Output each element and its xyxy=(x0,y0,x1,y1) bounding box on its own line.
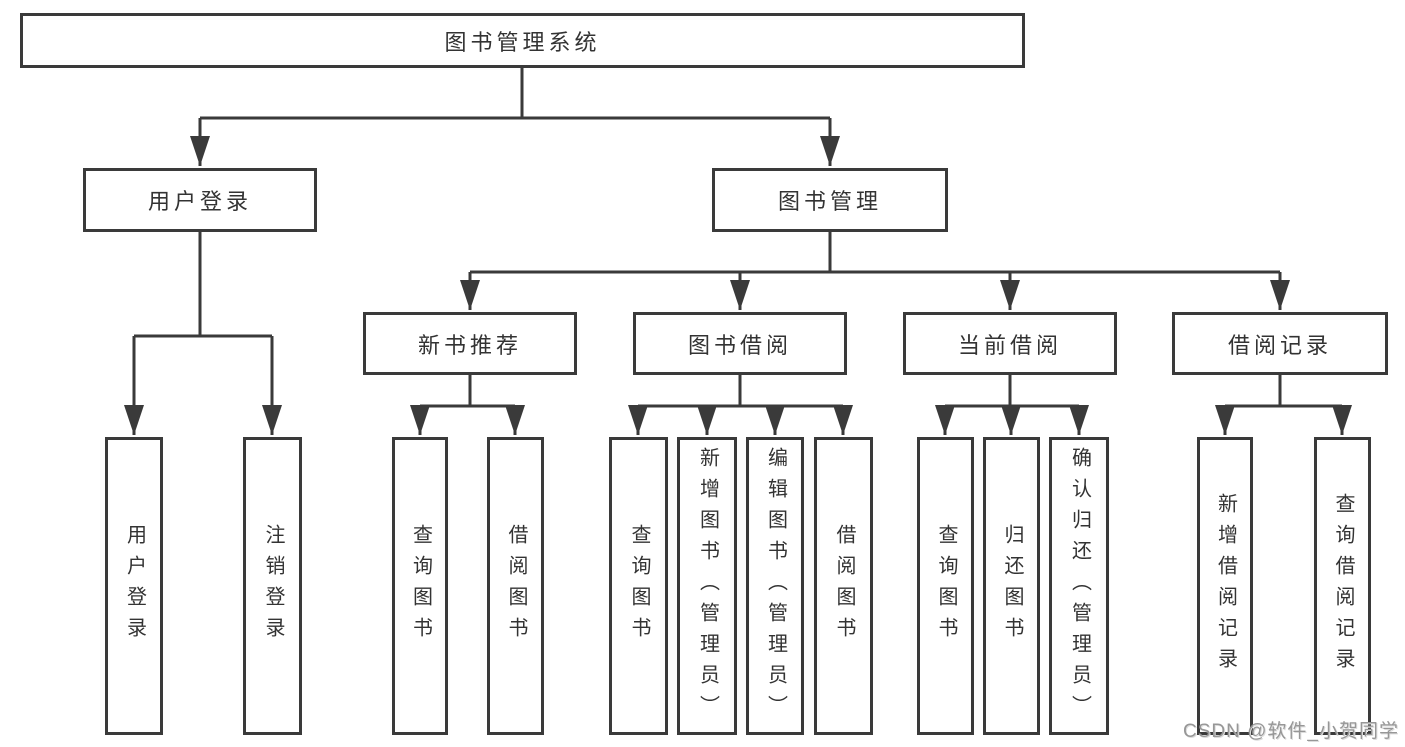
leaf-user-login-label: 用户登录 xyxy=(123,524,146,648)
node-current-borrow: 当前借阅 xyxy=(903,312,1117,375)
leaf-confirm-return-admin: 确认归还（管理员） xyxy=(1049,437,1109,735)
node-new-book-recommend-label: 新书推荐 xyxy=(417,332,522,358)
leaf-logout: 注销登录 xyxy=(243,437,302,735)
node-current-borrow-label: 当前借阅 xyxy=(957,332,1062,358)
leaf-borrow-books-recommend: 借阅图书 xyxy=(487,437,544,735)
leaf-query-books-current-label: 查询图书 xyxy=(935,524,957,648)
leaf-query-books-current: 查询图书 xyxy=(917,437,974,735)
leaf-borrow-books-recommend-label: 借阅图书 xyxy=(505,524,527,648)
node-root-label: 图书管理系统 xyxy=(444,29,601,55)
leaf-borrow-books-borrow-label: 借阅图书 xyxy=(833,524,855,648)
leaf-query-books-recommend: 查询图书 xyxy=(392,437,448,735)
node-root: 图书管理系统 xyxy=(20,13,1025,68)
node-user-login: 用户登录 xyxy=(83,168,317,232)
node-borrow-records: 借阅记录 xyxy=(1172,312,1388,375)
leaf-query-books-recommend-label: 查询图书 xyxy=(409,524,432,648)
leaf-edit-book-admin-label: 编辑图书（管理员） xyxy=(764,446,787,726)
node-book-borrow-label: 图书借阅 xyxy=(687,332,792,358)
leaf-query-books-borrow-label: 查询图书 xyxy=(628,524,650,648)
leaf-return-book-label: 归还图书 xyxy=(1001,524,1023,648)
csdn-watermark: CSDN @软件_小贺同学 xyxy=(1183,721,1399,742)
leaf-add-borrow-record: 新增借阅记录 xyxy=(1197,437,1253,735)
leaf-query-borrow-record: 查询借阅记录 xyxy=(1314,437,1371,735)
leaf-add-book-admin: 新增图书（管理员） xyxy=(677,437,737,735)
leaf-user-login: 用户登录 xyxy=(105,437,163,735)
node-borrow-records-label: 借阅记录 xyxy=(1227,332,1332,358)
node-book-management: 图书管理 xyxy=(712,168,948,232)
leaf-logout-label: 注销登录 xyxy=(262,524,284,648)
leaf-confirm-return-admin-label: 确认归还（管理员） xyxy=(1068,446,1091,726)
leaf-return-book: 归还图书 xyxy=(983,437,1040,735)
node-book-borrow: 图书借阅 xyxy=(633,312,847,375)
leaf-borrow-books-borrow: 借阅图书 xyxy=(814,437,873,735)
node-user-login-label: 用户登录 xyxy=(147,189,252,214)
leaf-query-books-borrow: 查询图书 xyxy=(609,437,668,735)
leaf-edit-book-admin: 编辑图书（管理员） xyxy=(746,437,804,735)
leaf-add-book-admin-label: 新增图书（管理员） xyxy=(696,446,719,726)
node-book-management-label: 图书管理 xyxy=(777,189,882,214)
leaf-add-borrow-record-label: 新增借阅记录 xyxy=(1214,493,1237,679)
node-new-book-recommend: 新书推荐 xyxy=(363,312,577,375)
leaf-query-borrow-record-label: 查询借阅记录 xyxy=(1332,493,1354,679)
